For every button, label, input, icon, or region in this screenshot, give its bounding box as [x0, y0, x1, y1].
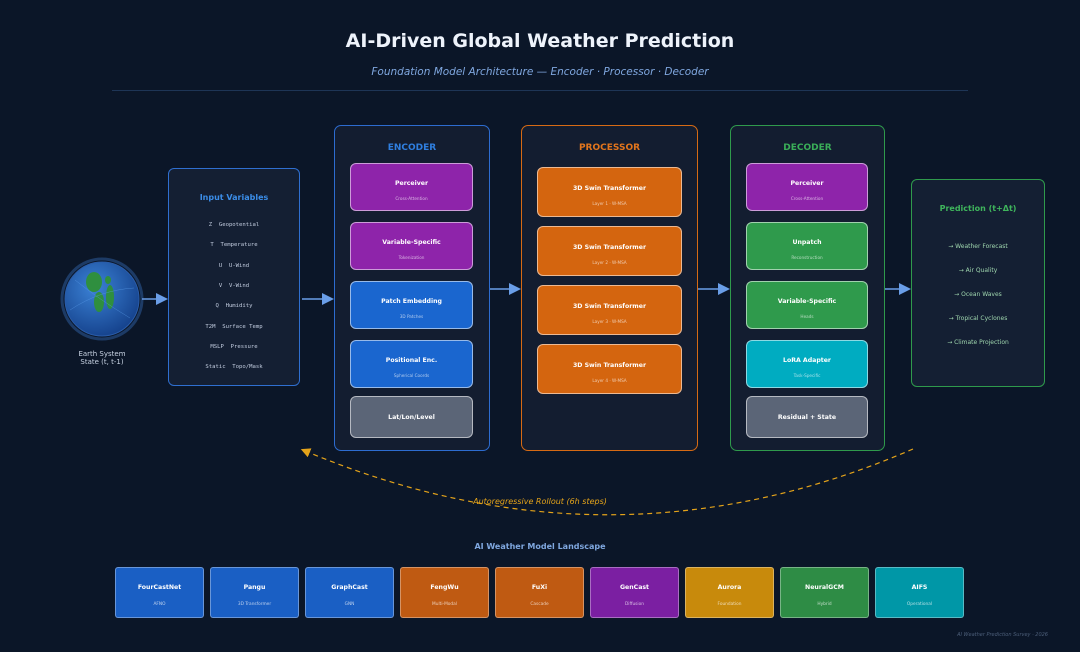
block-title: Unpatch — [792, 239, 822, 246]
earth-label-line1: Earth System — [78, 350, 126, 358]
model-card-aurora: Aurora Foundation — [685, 567, 774, 618]
block-title: Patch Embedding — [381, 298, 442, 305]
model-desc: Foundation — [717, 602, 742, 607]
prediction-title: Prediction (t+Δt) — [939, 204, 1017, 213]
block-title: Variable-Specific — [382, 239, 441, 246]
model-desc: GNN — [344, 602, 355, 607]
processor-title: PROCESSOR — [578, 143, 641, 153]
model-name: FourCastNet — [137, 584, 182, 591]
model-card-fengwu: FengWu Multi-Modal — [400, 567, 489, 618]
encoder-block-lat-lon-level: Lat/Lon/Level — [350, 396, 473, 438]
decoder-block-unpatch: Unpatch Reconstruction — [746, 222, 868, 270]
block-subtitle: Task-Specific — [793, 373, 821, 378]
block-title: Lat/Lon/Level — [388, 414, 435, 421]
model-desc: 3D Transformer — [237, 602, 272, 607]
block-title: 3D Swin Transformer — [573, 185, 646, 192]
decoder-block-residual-state: Residual + State — [746, 396, 868, 438]
prediction-item: → Climate Projection — [947, 339, 1009, 346]
model-name: Pangu — [243, 584, 266, 591]
block-title: Positional Enc. — [385, 357, 438, 364]
footer-credit: AI Weather Prediction Survey · 2026 — [957, 632, 1048, 638]
block-title: LoRA Adapter — [783, 357, 831, 364]
model-desc: AFNO — [153, 602, 166, 607]
decoder-block-variable-specific: Variable-Specific Heads — [746, 281, 868, 329]
block-title: 3D Swin Transformer — [573, 303, 646, 310]
encoder-block-perceiver: Perceiver Cross-Attention — [350, 163, 473, 211]
encoder-block-positional-enc: Positional Enc. Spherical Coords — [350, 340, 473, 388]
earth-label-line2: State (t, t-1) — [80, 358, 124, 366]
encoder-title: ENCODER — [387, 143, 437, 153]
block-subtitle: Layer 4 · W-MSA — [592, 378, 627, 383]
block-title: Residual + State — [777, 414, 837, 421]
model-desc: Operational — [906, 602, 933, 607]
model-desc: Diffusion — [625, 602, 644, 607]
model-card-neuralgcm: NeuralGCM Hybrid — [780, 567, 869, 618]
encoder-block-patch-embedding: Patch Embedding 3D Patches — [350, 281, 473, 329]
block-title: 3D Swin Transformer — [573, 362, 646, 369]
block-subtitle: Layer 3 · W-MSA — [592, 319, 627, 324]
model-card-pangu: Pangu 3D Transformer — [210, 567, 299, 618]
decoder-block-lora-adapter: LoRA Adapter Task-Specific — [746, 340, 868, 388]
title-divider — [112, 90, 968, 91]
block-title: Variable-Specific — [777, 298, 837, 305]
model-desc: Hybrid — [817, 602, 832, 607]
input-variable: MSLP Pressure — [210, 344, 258, 350]
processor-block-layer-2: 3D Swin Transformer Layer 2 · W-MSA — [537, 226, 682, 276]
prediction-item: → Ocean Waves — [954, 291, 1002, 298]
model-name: Aurora — [717, 584, 742, 591]
decoder-block-perceiver: Perceiver Cross-Attention — [746, 163, 868, 211]
model-name: GraphCast — [331, 584, 368, 591]
prediction-item: → Air Quality — [958, 267, 998, 274]
decoder-title: DECODER — [783, 143, 832, 153]
model-name: NeuralGCM — [805, 584, 844, 591]
block-subtitle: Layer 2 · W-MSA — [592, 260, 627, 265]
input-variables-panel: Input Variables Z Geopotential T Tempera… — [168, 168, 300, 386]
input-variable: T Temperature — [210, 242, 258, 248]
model-card-fuxi: FuXi Cascade — [495, 567, 584, 618]
input-variable: Z Geopotential — [208, 222, 260, 228]
block-subtitle: 3D Patches — [399, 314, 424, 319]
model-name: AIFS — [911, 584, 928, 591]
block-subtitle: Cross-Attention — [395, 196, 428, 201]
model-card-graphcast: GraphCast GNN — [305, 567, 394, 618]
block-subtitle: Heads — [800, 314, 814, 319]
input-variable: V V-Wind — [218, 283, 250, 289]
input-variable: T2M Surface Temp — [205, 324, 263, 330]
input-variable: Q Humidity — [215, 303, 253, 309]
autoregressive-rollout-arrow — [300, 448, 914, 516]
model-name: GenCast — [619, 584, 650, 591]
input-variable: Static Topo/Mask — [205, 364, 263, 370]
earth-label: Earth System State (t, t-1) — [60, 350, 144, 366]
input-variable: U U-Wind — [218, 263, 250, 269]
prediction-panel: Prediction (t+Δt) → Weather Forecast → A… — [911, 179, 1045, 387]
block-title: 3D Swin Transformer — [573, 244, 646, 251]
block-subtitle: Tokenization — [398, 255, 425, 260]
model-name: FengWu — [430, 584, 459, 591]
processor-block-layer-1: 3D Swin Transformer Layer 1 · W-MSA — [537, 167, 682, 217]
block-subtitle: Layer 1 · W-MSA — [592, 201, 627, 206]
page-title: AI-Driven Global Weather Prediction — [345, 30, 735, 52]
model-desc: Multi-Modal — [432, 602, 457, 607]
page-subtitle: Foundation Model Architecture — Encoder … — [371, 66, 709, 78]
input-variables-title: Input Variables — [199, 193, 269, 202]
block-subtitle: Reconstruction — [791, 255, 823, 260]
block-title: Perceiver — [394, 180, 429, 187]
model-card-aifs: AIFS Operational — [875, 567, 964, 618]
model-desc: Cascade — [530, 602, 549, 607]
block-subtitle: Cross-Attention — [790, 196, 824, 201]
prediction-item: → Weather Forecast — [948, 243, 1008, 250]
model-card-gencast: GenCast Diffusion — [590, 567, 679, 618]
landscape-title: AI Weather Model Landscape — [474, 542, 606, 551]
processor-block-layer-4: 3D Swin Transformer Layer 4 · W-MSA — [537, 344, 682, 394]
processor-block-layer-3: 3D Swin Transformer Layer 3 · W-MSA — [537, 285, 682, 335]
rollout-label: Autoregressive Rollout (6h steps) — [473, 497, 607, 506]
model-card-fourcastnet: FourCastNet AFNO — [115, 567, 204, 618]
block-subtitle: Spherical Coords — [393, 373, 430, 378]
model-name: FuXi — [531, 584, 548, 591]
earth-globe-icon — [60, 257, 144, 341]
encoder-block-variable-specific: Variable-Specific Tokenization — [350, 222, 473, 270]
prediction-item: → Tropical Cyclones — [948, 315, 1008, 322]
block-title: Perceiver — [790, 180, 824, 187]
